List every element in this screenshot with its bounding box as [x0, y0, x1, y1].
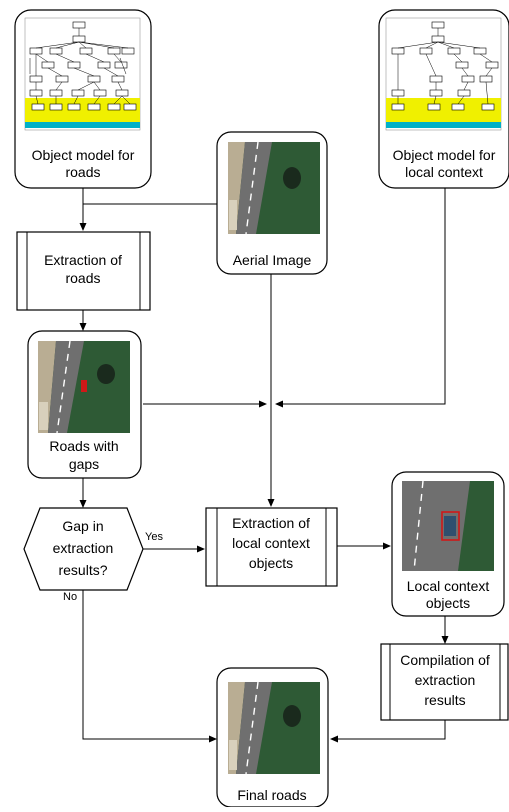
node-label-line: Final roads	[237, 787, 306, 803]
node-extraction-of-roads: Extraction of roads	[16, 231, 151, 311]
node-object-model-roads: Object model for roads	[14, 9, 152, 189]
node-label-line: local context	[232, 535, 310, 551]
node-label-line: Roads with	[49, 438, 118, 454]
node-label-line: objects	[426, 595, 470, 611]
node-roads-with-gaps: Roads with gaps	[27, 330, 142, 479]
node-label-line: Object model for	[32, 147, 135, 163]
node-label-line: roads	[65, 270, 100, 286]
node-label-line: local context	[405, 164, 483, 180]
node-label-line: results	[424, 692, 465, 708]
connectors	[79, 188, 449, 743]
node-label-line: Extraction of	[44, 252, 122, 268]
node-aerial-image: Aerial Image	[216, 131, 328, 275]
object-model-thumbnail	[24, 17, 141, 131]
node-label-line: Local context	[407, 578, 490, 594]
node-object-model-local-context: Object model for local context	[378, 9, 509, 189]
edge-label-no: No	[63, 591, 77, 603]
node-label-line: objects	[249, 555, 293, 571]
node-label-line: results?	[58, 562, 107, 578]
node-label-line: Extraction of	[232, 515, 310, 531]
node-local-context-objects: Local context objects	[391, 471, 505, 617]
final-roads-photo	[228, 682, 320, 774]
edge-localmodel-to-junction	[275, 188, 446, 408]
edge-label-yes: Yes	[145, 531, 163, 543]
node-label-line: gaps	[69, 456, 99, 472]
node-compilation: Compilation of extraction results	[380, 643, 509, 721]
model-base	[386, 122, 501, 128]
edge-decision-no	[82, 590, 217, 743]
local-context-photo	[402, 481, 494, 571]
edge-compilation-to-final	[330, 720, 446, 743]
node-label-line: roads	[65, 164, 100, 180]
node-label-line: extraction	[53, 540, 114, 556]
node-label-line: Gap in	[62, 518, 103, 534]
node-final-roads: Final roads	[216, 667, 329, 808]
roads-with-gaps-photo	[38, 341, 130, 433]
aerial-photo	[228, 142, 320, 234]
node-label-line: Compilation of	[400, 652, 490, 668]
node-gap-decision: Gap in extraction results?	[23, 507, 144, 591]
object-model-thumbnail	[385, 17, 502, 131]
model-base	[25, 122, 140, 128]
node-label-line: Aerial Image	[233, 252, 312, 268]
node-label-line: extraction	[415, 672, 476, 688]
node-extraction-of-local-context: Extraction of local context objects	[205, 507, 338, 587]
node-label-line: Object model for	[393, 147, 496, 163]
